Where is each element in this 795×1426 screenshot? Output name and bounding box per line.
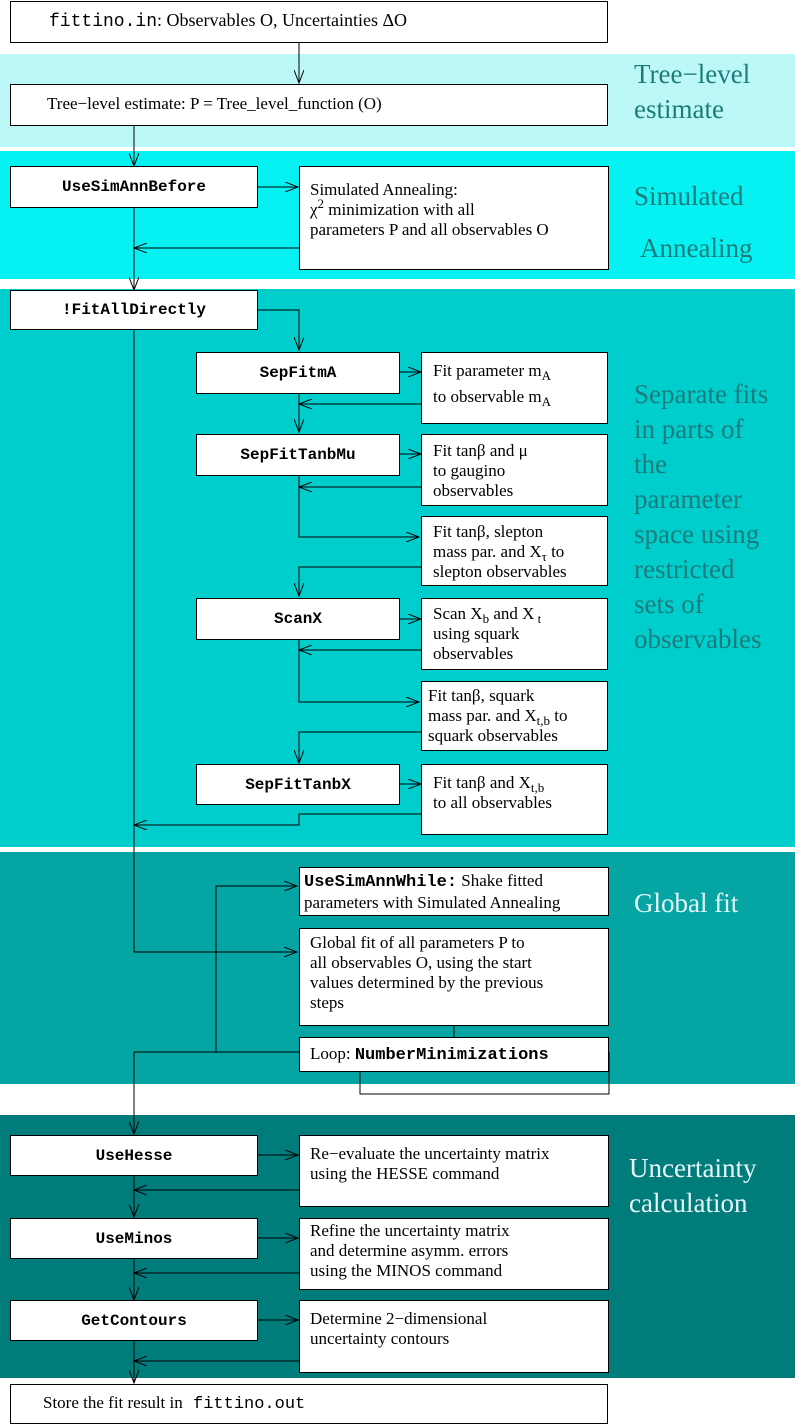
option-sepfitma: SepFitmA xyxy=(196,352,400,394)
scanx-description: Scan Xb and X t using squark observables xyxy=(421,598,608,670)
output-box: Store the fit result in fittino.out xyxy=(10,1384,608,1424)
loop-box: Loop: NumberMinimizations xyxy=(299,1037,609,1072)
option-fitalldirectly: !FitAllDirectly xyxy=(10,290,258,330)
sepfittanbx-description: Fit tanβ and Xt,b to all observables xyxy=(421,764,608,835)
input-description: : Observables O, Uncertainties ΔO xyxy=(157,10,408,30)
option-usehesse: UseHesse xyxy=(10,1135,258,1176)
global-fit-box: Global fit of all parameters P to all ob… xyxy=(299,928,609,1026)
usehesse-description: Re−evaluate the uncertainty matrix using… xyxy=(299,1135,609,1207)
usesimannwhile-box: UseSimAnnWhile: Shake fitted parameters … xyxy=(299,867,609,916)
getcontours-description: Determine 2−dimensional uncertainty cont… xyxy=(299,1300,609,1373)
tree-level-label: Tree−level estimate xyxy=(634,59,751,124)
tree-level-text: Tree−level estimate: P = Tree_level_func… xyxy=(47,94,382,113)
tree-level-box: Tree−level estimate: P = Tree_level_func… xyxy=(10,84,608,126)
option-usesimannbefore: UseSimAnnBefore xyxy=(10,166,258,208)
sepfitma-description: Fit parameter mA to observable mA xyxy=(421,352,608,424)
slepton-fit-description: Fit tanβ, slepton mass par. and Xτ to sl… xyxy=(421,516,608,586)
global-fit-label: Global fit xyxy=(634,888,739,918)
simulated-annealing-label: Simulated Annealing xyxy=(634,181,753,263)
input-file: fittino.in xyxy=(49,12,158,32)
uncertainty-label: Uncertainty calculation xyxy=(629,1153,757,1218)
option-sepfittanbmu: SepFitTanbMu xyxy=(196,434,400,476)
simulated-annealing-box: Simulated Annealing: χ2 minimization wit… xyxy=(299,166,609,270)
option-scanx: ScanX xyxy=(196,598,400,640)
option-sepfittanbx: SepFitTanbX xyxy=(196,764,400,805)
input-box: fittino.in: Observables O, Uncertainties… xyxy=(10,1,608,43)
squark-fit-description: Fit tanβ, squark mass par. and Xt,b to s… xyxy=(421,681,608,751)
loop-option: NumberMinimizations xyxy=(354,1046,549,1065)
separate-fits-label: Separate fits in parts of the parameter … xyxy=(634,379,769,654)
sepfittanbmu-description: Fit tanβ and μ to gaugino observables xyxy=(421,434,608,506)
output-file: fittino.out xyxy=(193,1395,306,1414)
option-getcontours: GetContours xyxy=(10,1300,258,1341)
option-useminos: UseMinos xyxy=(10,1218,258,1259)
useminos-description: Refine the uncertainty matrix and determ… xyxy=(299,1218,609,1290)
